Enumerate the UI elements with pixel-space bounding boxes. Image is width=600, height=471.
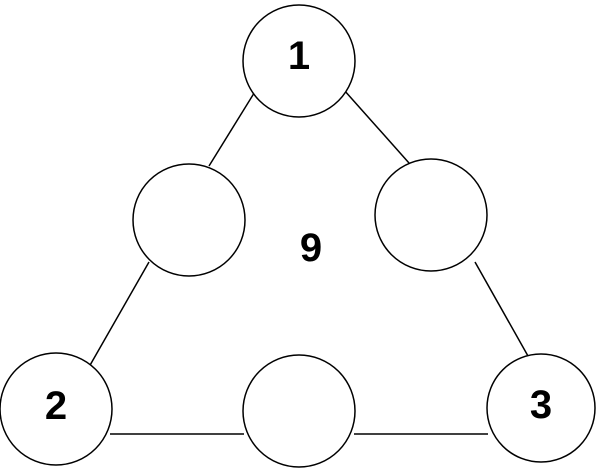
node-upper-right-circle [374, 158, 488, 272]
node-bottom-right-circle [486, 353, 596, 463]
center-value: 9 [300, 226, 322, 270]
edge-top-to-upper-left [208, 89, 257, 167]
node-top: 1 [242, 4, 356, 118]
node-bottom-left: 2 [0, 352, 113, 466]
node-top-label: 1 [288, 34, 310, 78]
node-upper-left-circle [132, 163, 246, 277]
edge-upper-left-to-bottom-left [88, 261, 150, 368]
node-upper-left [132, 163, 246, 277]
node-top-circle [242, 4, 356, 118]
edge-upper-right-to-bottom-right [474, 261, 529, 357]
triangle-edges [88, 89, 529, 435]
node-upper-right [374, 158, 488, 272]
node-bottom-right: 3 [486, 353, 596, 463]
edge-top-to-upper-right [343, 89, 410, 164]
node-bottom-middle-circle [242, 354, 356, 468]
node-bottom-left-circle [0, 352, 113, 466]
node-bottom-middle [242, 354, 356, 468]
node-bottom-right-label: 3 [530, 383, 552, 427]
node-bottom-left-label: 2 [45, 384, 67, 428]
